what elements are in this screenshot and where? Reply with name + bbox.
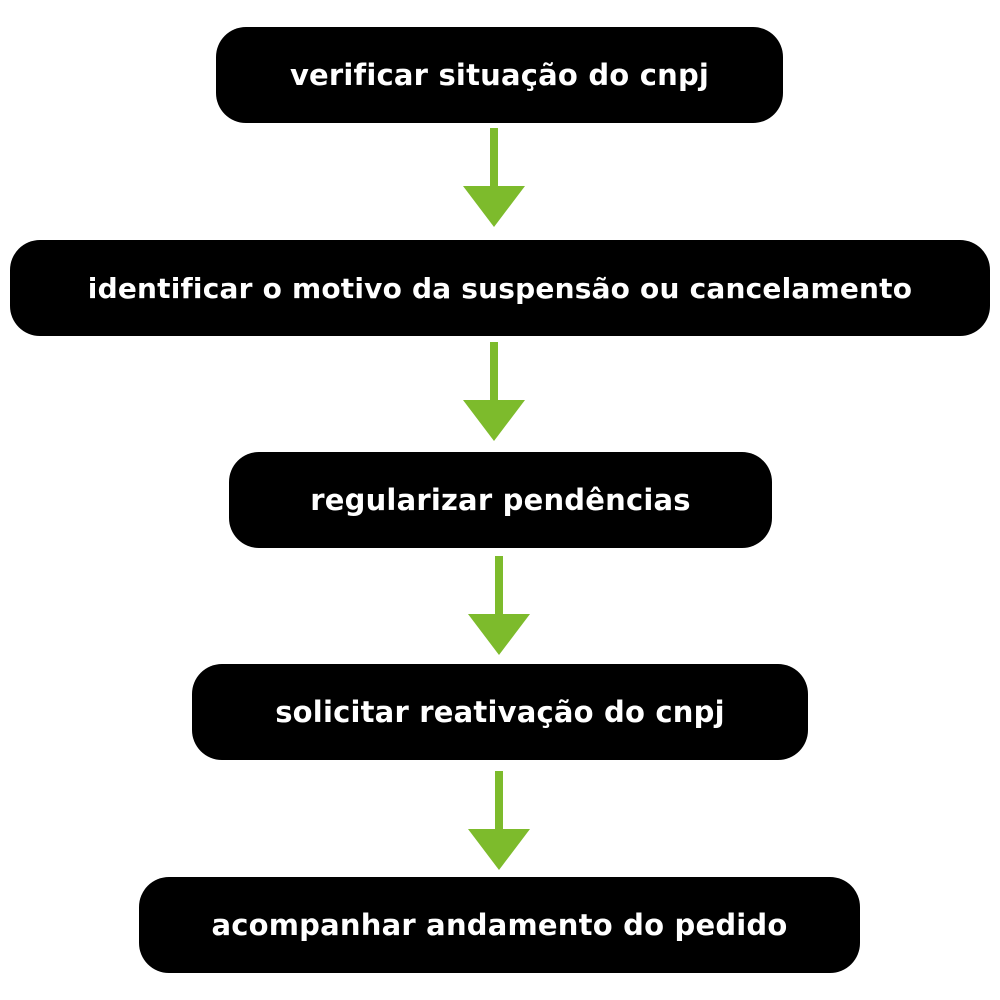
step-identificar-motivo: identificar o motivo da suspensão ou can… — [10, 240, 990, 336]
arrow-down-icon — [468, 556, 530, 655]
arrow-down-icon — [463, 128, 525, 227]
step-label: acompanhar andamento do pedido — [211, 908, 788, 942]
step-label: regularizar pendências — [310, 483, 691, 517]
step-acompanhar-pedido: acompanhar andamento do pedido — [139, 877, 860, 973]
arrow-down-icon — [468, 771, 530, 870]
step-solicitar-reativacao: solicitar reativação do cnpj — [192, 664, 808, 760]
step-label: solicitar reativação do cnpj — [275, 695, 725, 729]
step-verificar-situacao: verificar situação do cnpj — [216, 27, 783, 123]
step-regularizar-pendencias: regularizar pendências — [229, 452, 772, 548]
step-label: verificar situação do cnpj — [289, 58, 710, 92]
arrow-down-icon — [463, 342, 525, 441]
step-label: identificar o motivo da suspensão ou can… — [87, 271, 913, 305]
